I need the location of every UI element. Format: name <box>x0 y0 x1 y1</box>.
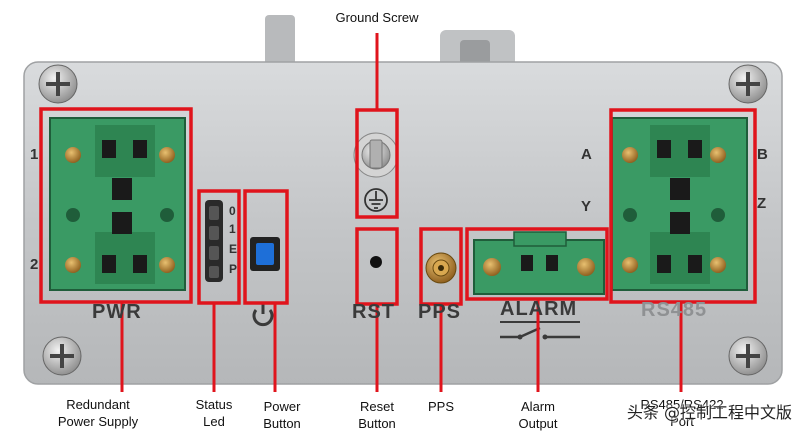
label-line: Power <box>263 399 301 414</box>
status-led-label: Status Led <box>184 396 244 430</box>
rs485-marking: RS485 <box>641 299 708 321</box>
rs485-highlight-box <box>609 108 757 304</box>
ground-screw-label: Ground Screw <box>335 10 419 25</box>
label-line: Output <box>518 416 558 431</box>
pwr-pin-label: 2 <box>30 256 39 273</box>
reset-button-label: Reset Button <box>346 398 408 432</box>
led-code-label: 0 <box>229 204 236 218</box>
pwr-pin-label: 1 <box>30 146 39 163</box>
status-led-highlight-box <box>197 189 241 305</box>
alarm-output-label: Alarm Output <box>506 398 570 432</box>
corner-screw-icon <box>42 336 82 376</box>
redundant-power-label: Redundant Power Supply <box>30 396 166 430</box>
rs485-terminal-block <box>611 117 748 291</box>
pps-connector-icon <box>425 252 457 284</box>
led-code-label: P <box>229 262 238 276</box>
power-button-label: Power Button <box>252 398 312 432</box>
label-line: Led <box>203 414 225 429</box>
pwr-marking: PWR <box>92 301 142 323</box>
pwr-terminal-block <box>49 117 186 291</box>
label-line: Redundant <box>66 397 130 412</box>
rs-pin-label: Y <box>581 198 592 215</box>
label-line: Alarm <box>521 399 555 414</box>
corner-screw-icon <box>38 64 78 104</box>
label-line: Button <box>263 416 301 431</box>
pps-label: PPS <box>427 399 454 414</box>
status-led-strip <box>205 200 223 282</box>
power-button-highlight-box <box>243 189 289 305</box>
earth-ground-icon <box>364 188 388 212</box>
reset-hole-icon <box>370 256 382 268</box>
rs-pin-label: Z <box>757 195 767 212</box>
label-line: Reset <box>360 399 394 414</box>
pps-marking: PPS <box>418 301 462 323</box>
pwr-highlight-box <box>39 107 193 304</box>
corner-screw-icon <box>728 336 768 376</box>
label-line: Port <box>670 414 694 429</box>
label-line: Power Supply <box>57 414 139 429</box>
label-line: Status <box>195 397 233 412</box>
rear-bracket <box>265 15 515 75</box>
rs-pin-label: B <box>757 146 768 163</box>
alarm-marking: ALARM <box>500 298 578 320</box>
power-button-icon <box>250 237 280 271</box>
rs485-port-label: RS485/RS422 Port <box>636 396 728 430</box>
label-line: Button <box>358 416 396 431</box>
label-line: RS485/RS422 <box>640 397 724 412</box>
rs-pin-label: A <box>581 146 592 163</box>
alarm-terminal-block <box>473 231 605 295</box>
rst-marking: RST <box>352 301 395 323</box>
alarm-relay-symbol-icon <box>500 321 580 340</box>
corner-screw-icon <box>728 64 768 104</box>
watermark: 头条 @控制工程中文版 <box>626 403 792 422</box>
led-code-label: E <box>229 242 238 256</box>
led-code-label: 1 <box>229 222 236 236</box>
ground-screw-icon <box>353 132 399 178</box>
